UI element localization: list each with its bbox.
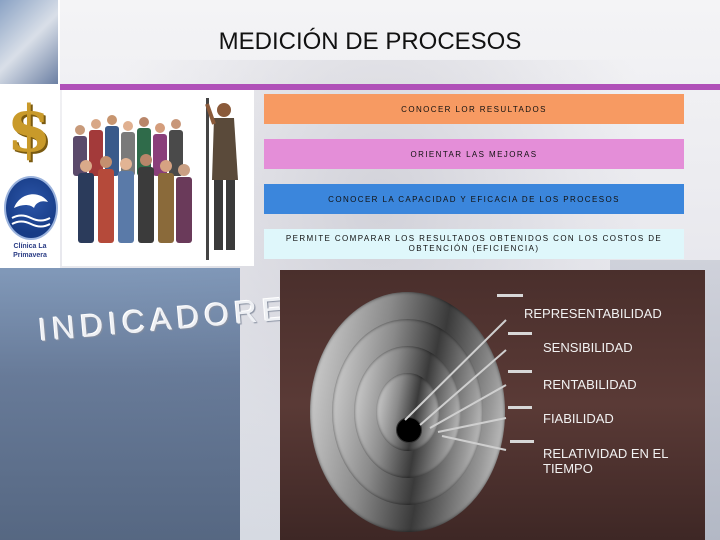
doctor-photo: [0, 0, 58, 84]
indicator-dash-5: [510, 440, 534, 443]
dolphin-logo-icon: Clínica La Primavera: [0, 172, 58, 268]
logo-text: Clínica La Primavera: [13, 243, 47, 259]
measuring-figure: [205, 98, 238, 260]
crowd-figures: [73, 115, 192, 243]
left-image-strip: $ Clínica La Primavera: [0, 0, 60, 268]
indicator-label-3: RENTABILIDAD: [543, 377, 637, 392]
step-box-1: CONOCER LOR RESULTADOS: [264, 94, 684, 124]
step-box-4: PERMITE COMPARAR LOS RESULTADOS OBTENIDO…: [264, 229, 684, 259]
page-title: MEDICIÓN DE PROCESOS: [218, 28, 522, 55]
logo-emblem: [4, 176, 58, 240]
title-underline: [60, 84, 720, 90]
indicator-label-5: RELATIVIDAD EN EL TIEMPO: [543, 446, 668, 476]
indicator-dash-1: [497, 294, 523, 297]
indicator-label-4: FIABILIDAD: [543, 411, 614, 426]
indicator-label-2: SENSIBILIDAD: [543, 340, 633, 355]
indicator-label-1: REPRESENTABILIDAD: [524, 306, 662, 321]
step-box-3: CONOCER LA CAPACIDAD Y EFICACIA DE LOS P…: [264, 184, 684, 214]
indicator-dash-2: [508, 332, 532, 335]
indicator-dash-3: [508, 370, 532, 373]
background-coat: [0, 268, 240, 540]
crowd-photo: [62, 90, 254, 266]
indicator-dash-4: [508, 406, 532, 409]
bullseye: [396, 417, 422, 443]
step-box-2: ORIENTAR LAS MEJORAS: [264, 139, 684, 169]
dollar-sign-icon: $: [0, 88, 58, 170]
